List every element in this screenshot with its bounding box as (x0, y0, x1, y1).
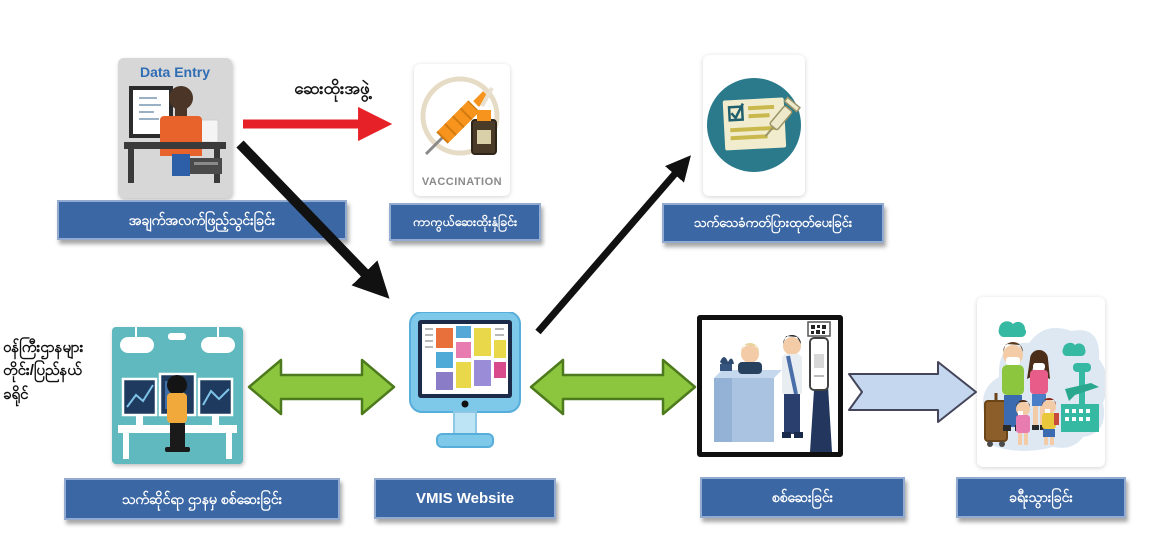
syringe-vial-icon (420, 76, 500, 156)
data-entry-title: Data Entry (139, 64, 211, 80)
data-entry-label: အချက်အလက်ဖြည့်သွင်းခြင်း (57, 200, 347, 240)
control-room-card (112, 327, 243, 464)
ministries-label-text: သက်ဆိုင်ရာ ဌာနမှ စစ်ဆေးခြင်း (121, 490, 283, 507)
vmis-monitor-illustration (409, 312, 521, 448)
inspection-card (697, 315, 843, 457)
data-entry-label-text: အချက်အလက်ဖြည့်သွင်းခြင်း (128, 211, 276, 228)
side-text-line: ခရိုင် (3, 385, 29, 403)
control-room-illustration (118, 327, 237, 459)
red-arrow-caption: ဆေးထိုးအဖွဲ့ (294, 79, 370, 98)
vmis-monitor (404, 312, 526, 458)
travel-label: ခရီးသွားခြင်း (956, 477, 1126, 518)
inspection-illustration (714, 321, 832, 452)
side-text-line: တိုင်း/ပြည်နယ် (3, 362, 82, 380)
side-text-line: ဝန်ကြီးဌာနများ (3, 339, 84, 356)
green-double-arrow-left (247, 358, 396, 416)
travel-card (977, 297, 1105, 467)
data-entry-illustration (124, 86, 226, 183)
family-travel-illustration (982, 321, 1105, 451)
inspection-label: စစ်ဆေးခြင်း (700, 477, 905, 518)
certificate-label-text: သက်သေခံကတ်ပြားထုတ်ပေးခြင်း (693, 214, 853, 230)
vaccination-label-text: ကာကွယ်ဆေးထိုးနှံခြင်း (412, 214, 518, 229)
inspection-label-text: စစ်ဆေးခြင်း (771, 489, 834, 506)
ministries-label: သက်ဆိုင်ရာ ဌာနမှ စစ်ဆေးခြင်း (64, 478, 340, 520)
certificate-card (703, 55, 805, 196)
vmis-label-text: VMIS Website (415, 489, 515, 507)
vmis-label: VMIS Website (374, 478, 556, 519)
vaccination-label: ကာကွယ်ဆေးထိုးနှံခြင်း (389, 203, 541, 241)
ministries-side-text: ဝန်ကြီးဌာနများ တိုင်း/ပြည်နယ် ခရိုင် (3, 336, 115, 406)
travel-label-text: ခရီးသွားခြင်း (1009, 489, 1073, 506)
vaccination-title: VACCINATION (421, 176, 503, 188)
certificate-label: သက်သေခံကတ်ပြားထုတ်ပေးခြင်း (662, 203, 884, 243)
data-entry-card: Data Entry (118, 58, 232, 198)
certificate-icon (707, 78, 801, 172)
green-double-arrow-right (529, 358, 697, 416)
black-arrow-vmis-to-certificate (535, 155, 691, 335)
vaccination-card: VACCINATION (414, 64, 510, 196)
striped-arrow-inspection-to-travel (848, 361, 977, 423)
